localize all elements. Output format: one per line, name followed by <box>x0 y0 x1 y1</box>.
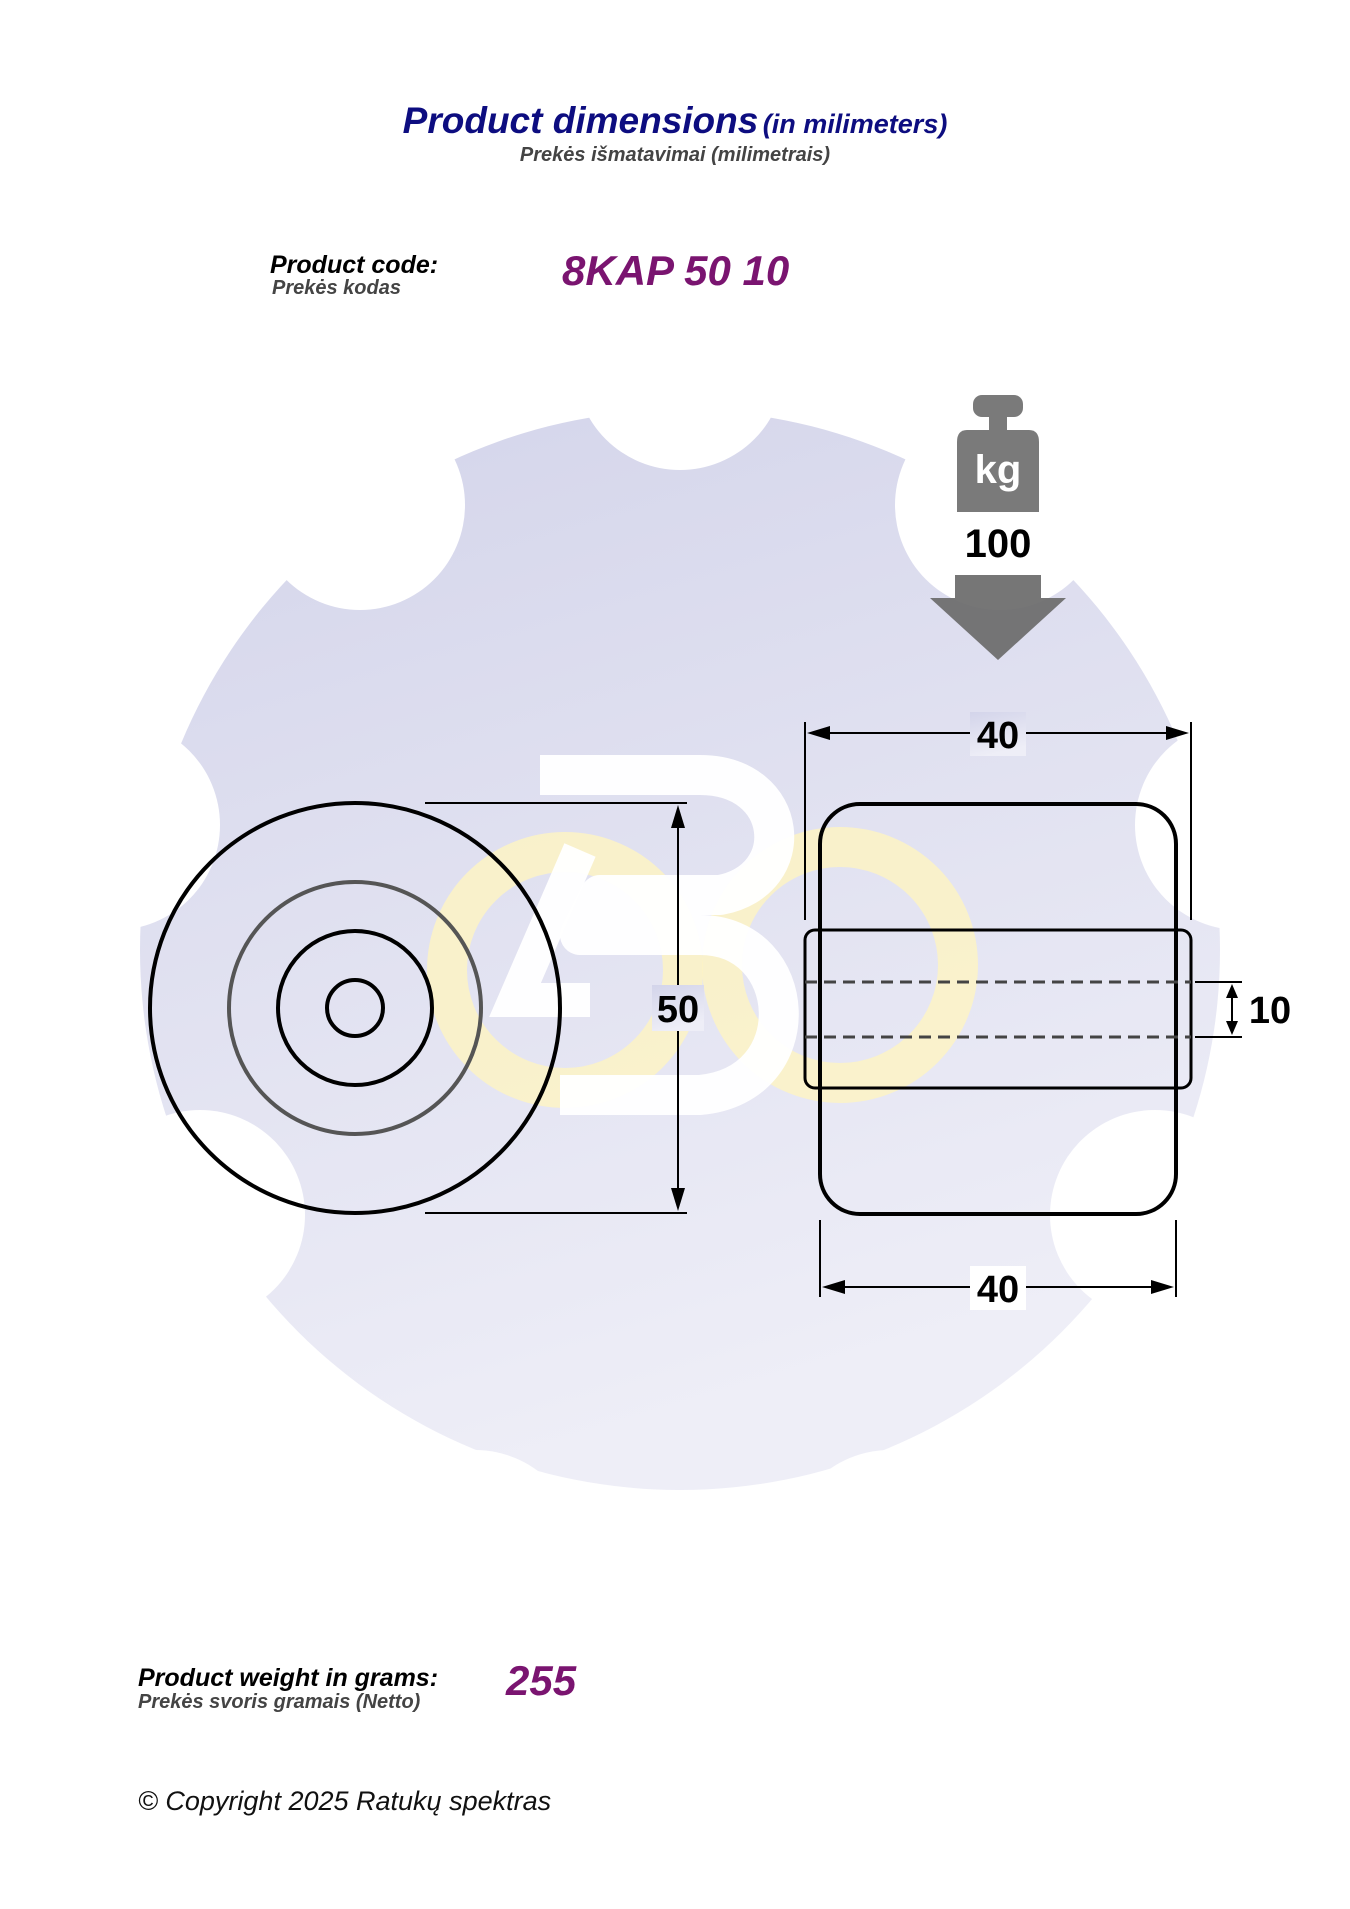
width-top-dimension <box>804 712 1192 920</box>
wheel-side-view <box>803 802 1193 1216</box>
weight-value: 255 <box>506 1657 577 1704</box>
width-bottom-dimension <box>819 1220 1177 1310</box>
bore-value: 10 <box>1249 990 1291 1032</box>
weight-label: Product weight in grams: <box>138 1664 439 1692</box>
width-top-value: 40 <box>977 715 1019 757</box>
copyright: © Copyright 2025 Ratukų spektras <box>138 1786 552 1816</box>
width-bottom-value: 40 <box>977 1269 1019 1311</box>
product-code-label: Product code: <box>270 251 439 279</box>
page-subtitle: Prekės išmatavimai (milimetrais) <box>519 144 831 166</box>
weight-icon-label: kg <box>975 448 1022 492</box>
down-arrow-icon <box>930 575 1066 660</box>
product-code-value: 8KAP 50 10 <box>562 247 790 294</box>
product-code-sublabel: Prekės kodas <box>272 277 401 299</box>
weight-icon <box>957 395 1039 512</box>
wheel-front-view <box>148 801 562 1215</box>
title-text: Product dimensions <box>402 100 759 141</box>
diameter-dimension <box>425 802 704 1214</box>
diameter-value: 50 <box>657 989 699 1031</box>
title-unit: (in milimeters) <box>762 109 948 139</box>
bore-dimension <box>1195 981 1242 1038</box>
page-title: Product dimensions (in milimeters) <box>0 100 1350 142</box>
logo-watermark <box>427 755 978 1115</box>
weight-sublabel: Prekės svoris gramais (Netto) <box>138 1691 421 1713</box>
load-value: 100 <box>965 522 1032 566</box>
